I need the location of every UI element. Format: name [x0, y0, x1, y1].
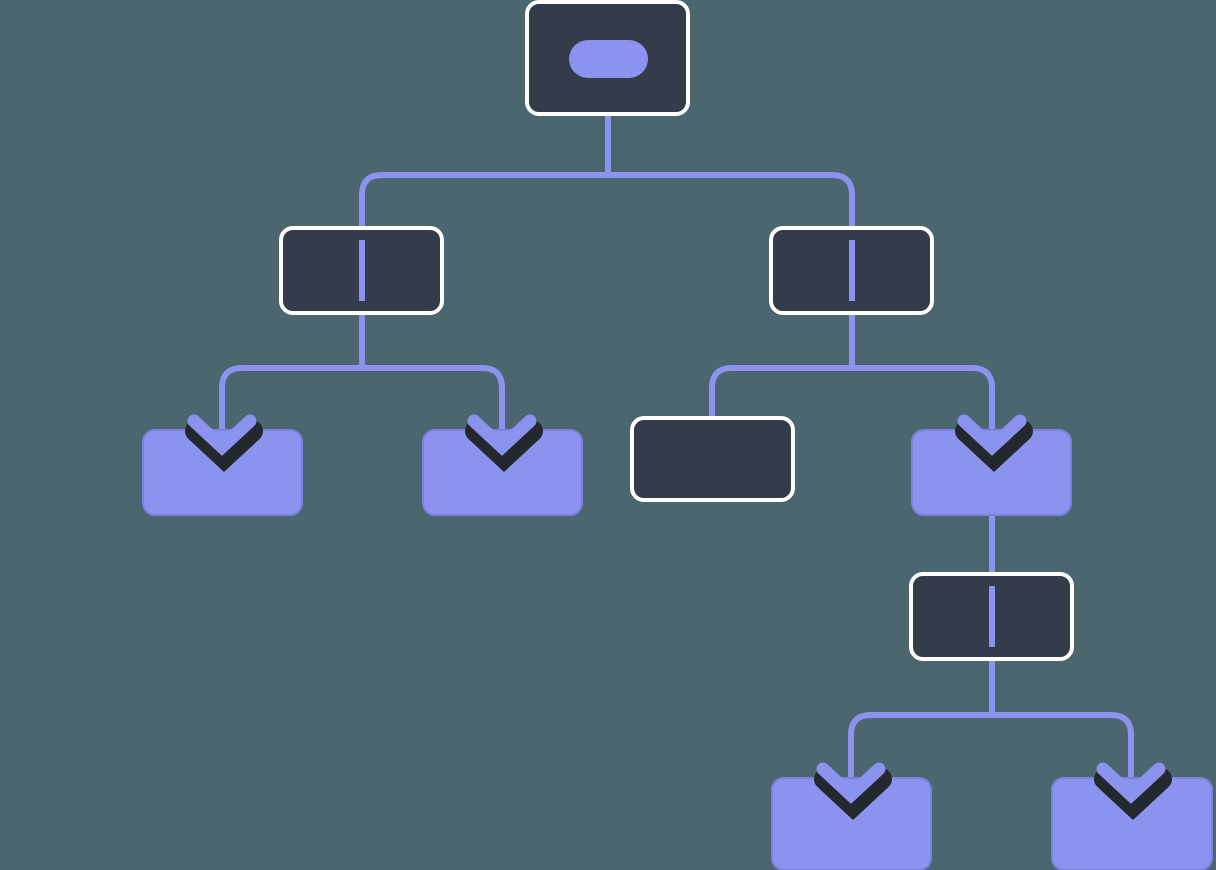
arrow-into-leaf-a [187, 414, 257, 456]
connector-root-to-level2-right [608, 172, 855, 232]
level3-leaf-b[interactable] [422, 429, 583, 516]
level5-leaf-b[interactable] [1051, 777, 1213, 870]
connector-root-to-level2-left [359, 172, 608, 232]
level5-leaf-a[interactable] [771, 777, 932, 870]
level3-branch-node-d[interactable] [911, 429, 1072, 516]
arrow-into-branch-d [957, 414, 1027, 456]
connector-level2-right-to-dark-leaf-c [709, 365, 852, 421]
arrow-layer [185, 414, 1172, 821]
arrow-into-level5-leaf-a [816, 762, 886, 804]
level3-leaf-a[interactable] [142, 429, 303, 516]
arrow-into-leaf-b [467, 414, 537, 456]
through-line-layer [359, 240, 995, 647]
connector-level2-left-to-leaf-a [219, 365, 362, 432]
root-node-pill-icon [569, 40, 648, 78]
connector-level2-right-to-branch-d [852, 365, 995, 432]
connector-level4-to-leaf-b [992, 712, 1134, 780]
connector-level2-left-to-leaf-b [362, 365, 505, 432]
level3-dark-leaf-c[interactable] [630, 416, 795, 502]
connector-level4-to-leaf-a [848, 712, 992, 780]
arrow-into-level5-leaf-b [1096, 762, 1166, 804]
